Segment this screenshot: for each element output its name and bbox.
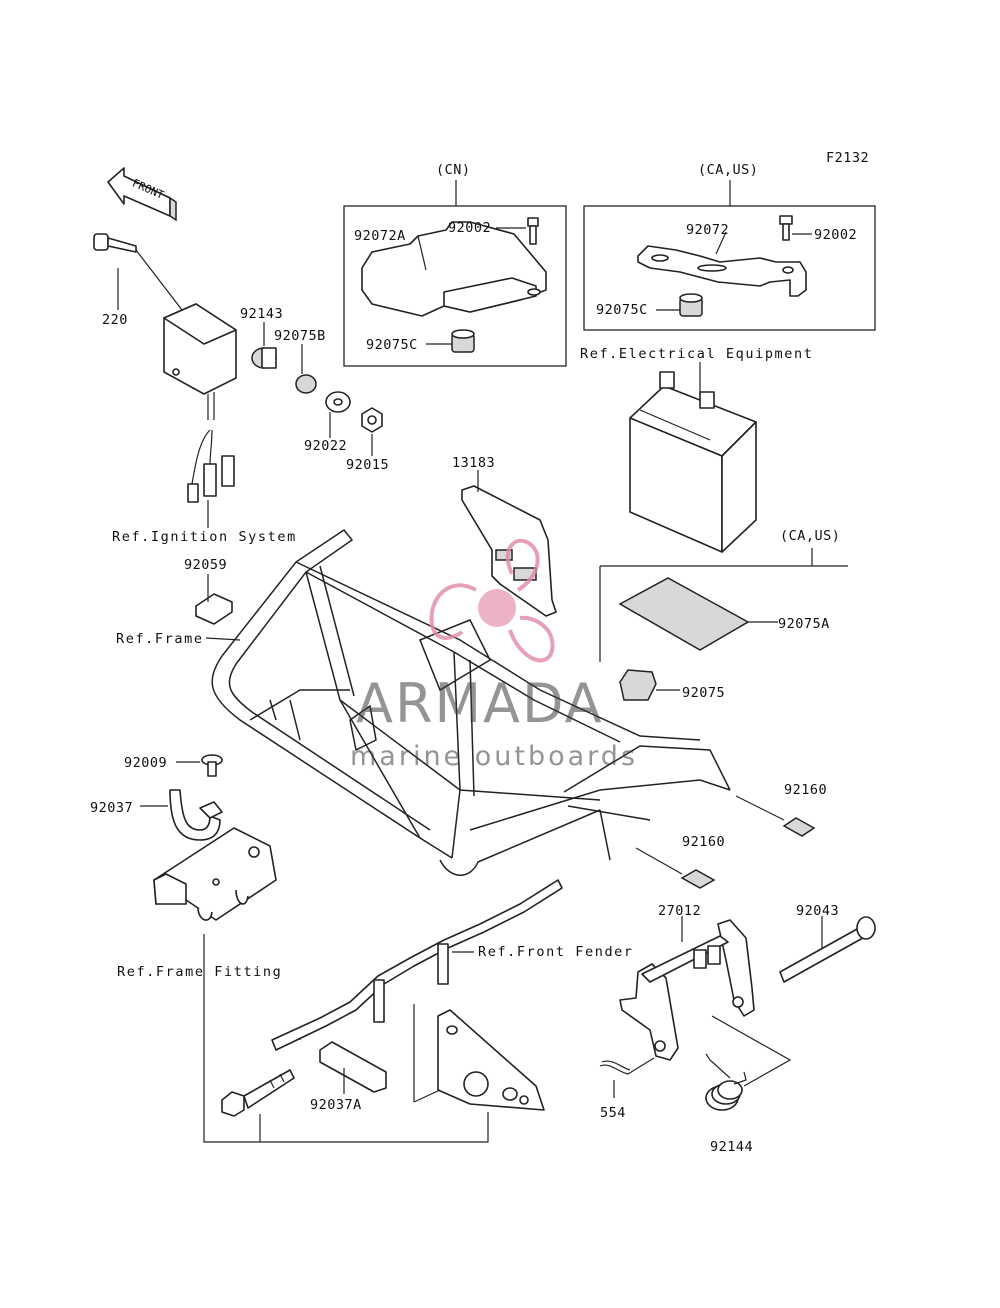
part-92075c-cn: 92075C bbox=[366, 337, 418, 353]
washer-92022 bbox=[325, 391, 351, 413]
bracket-frame-fitting bbox=[153, 827, 277, 921]
bolt-92002-ca bbox=[779, 215, 793, 241]
part-92037a: 92037A bbox=[310, 1097, 362, 1113]
bolt-92009 bbox=[201, 754, 223, 777]
cn-bracket-box bbox=[343, 205, 567, 367]
bolt-220 bbox=[93, 233, 183, 311]
clamp-92037 bbox=[169, 789, 223, 841]
part-92075: 92075 bbox=[682, 685, 726, 701]
front-fender-bracket bbox=[271, 879, 563, 1111]
damper-92075 bbox=[619, 669, 657, 701]
watermark-tagline: marine outboards bbox=[350, 741, 639, 772]
cotter-pin-554 bbox=[599, 1057, 655, 1075]
plate-92037a bbox=[319, 1041, 387, 1093]
pad-92160-b bbox=[680, 869, 716, 889]
part-92072a: 92072A bbox=[354, 228, 406, 244]
watermark-logo-icon bbox=[429, 538, 555, 663]
grommet-92143 bbox=[251, 347, 277, 369]
part-554: 554 bbox=[600, 1105, 626, 1121]
part-220: 220 bbox=[102, 312, 128, 328]
nut-92015 bbox=[361, 407, 383, 433]
ref-electrical-equipment: Ref.Electrical Equipment bbox=[580, 346, 814, 362]
lever-27012 bbox=[619, 919, 755, 1061]
group-cn-label: (CN) bbox=[436, 162, 471, 178]
part-27012: 27012 bbox=[658, 903, 702, 919]
ignition-unit bbox=[163, 303, 237, 503]
plate-92075a bbox=[618, 577, 750, 651]
shaft-92043 bbox=[779, 916, 876, 983]
long-bolt bbox=[221, 1069, 295, 1117]
part-92072: 92072 bbox=[686, 222, 730, 238]
leader-lines bbox=[117, 227, 812, 1143]
collar-92075b bbox=[295, 374, 317, 394]
part-92160-a: 92160 bbox=[784, 782, 828, 798]
part-92037: 92037 bbox=[90, 800, 134, 816]
ref-frame: Ref.Frame bbox=[116, 631, 204, 647]
part-92059: 92059 bbox=[184, 557, 228, 573]
part-92144: 92144 bbox=[710, 1139, 754, 1155]
damper-92075c-ca bbox=[679, 293, 703, 317]
part-92022: 92022 bbox=[304, 438, 348, 454]
part-13183: 13183 bbox=[452, 455, 496, 471]
figure-code: F2132 bbox=[826, 150, 870, 166]
group-ca-us-mid-label: (CA,US) bbox=[780, 528, 841, 544]
ref-ignition-system: Ref.Ignition System bbox=[112, 529, 297, 545]
part-92009: 92009 bbox=[124, 755, 168, 771]
part-92143: 92143 bbox=[240, 306, 284, 322]
ref-frame-fitting: Ref.Frame Fitting bbox=[117, 964, 283, 980]
watermark-brand: ARMADA bbox=[356, 672, 604, 735]
part-92160-b: 92160 bbox=[682, 834, 726, 850]
damper-92059 bbox=[195, 593, 233, 625]
part-92002-ca: 92002 bbox=[814, 227, 858, 243]
battery bbox=[629, 371, 757, 553]
part-92075c-ca: 92075C bbox=[596, 302, 648, 318]
part-92075b: 92075B bbox=[274, 328, 326, 344]
part-92075a: 92075A bbox=[778, 616, 830, 632]
bracket-92072 bbox=[637, 245, 807, 297]
pad-92160-a bbox=[782, 817, 816, 837]
frame bbox=[211, 528, 731, 876]
part-92002-cn: 92002 bbox=[448, 220, 492, 236]
part-92015: 92015 bbox=[346, 457, 390, 473]
spring-92144 bbox=[705, 1053, 747, 1111]
part-92043: 92043 bbox=[796, 903, 840, 919]
bolt-92002-cn bbox=[527, 217, 539, 245]
group-ca-us-top-label: (CA,US) bbox=[698, 162, 759, 178]
front-arrow-icon: FRONT bbox=[107, 167, 177, 222]
bracket-92072a bbox=[361, 221, 547, 317]
ref-front-fender: Ref.Front Fender bbox=[478, 944, 634, 960]
damper-92075c-cn bbox=[451, 329, 475, 353]
